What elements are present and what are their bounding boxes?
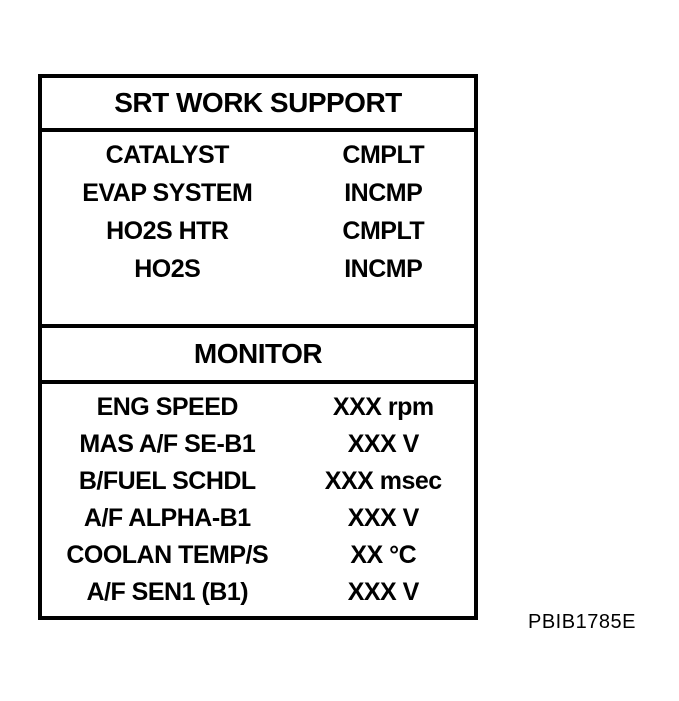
screen-title-bar: SRT WORK SUPPORT [42,78,474,132]
parameter-value: XXX V [347,578,420,606]
monitor-header-bar: MONITOR [42,324,474,384]
parameter-value: XX °C [350,541,417,569]
srt-row: HO2S HTR CMPLT [42,212,474,250]
monitor-row: B/FUEL SCHDL XXX msec [42,463,474,500]
srt-item-status: CMPLT [342,140,425,169]
srt-row: HO2S INCMP [42,250,474,288]
monitor-row: ENG SPEED XXX rpm [42,389,474,426]
srt-row: EVAP SYSTEM INCMP [42,174,474,212]
srt-item-status: CMPLT [342,216,425,245]
srt-item-label: HO2S [134,254,201,283]
monitor-row: COOLAN TEMP/S XX °C [42,537,474,574]
monitor-header-title: MONITOR [193,338,323,369]
monitor-row: MAS A/F SE-B1 XXX V [42,426,474,463]
srt-item-label: CATALYST [105,140,230,169]
monitor-row: A/F SEN1 (B1) XXX V [42,574,474,611]
srt-item-label: HO2S HTR [106,216,229,245]
parameter-value: XXX msec [324,467,442,495]
srt-row: CATALYST CMPLT [42,136,474,174]
parameter-value: XXX rpm [332,393,434,421]
parameter-label: ENG SPEED [96,393,239,421]
figure-code-label: PBIB1785E [528,611,636,633]
srt-item-label: EVAP SYSTEM [82,178,253,207]
srt-item-status: INCMP [344,178,423,207]
srt-status-list: CATALYST CMPLT EVAP SYSTEM INCMP HO2S HT… [42,132,474,324]
parameter-label: COOLAN TEMP/S [66,541,269,569]
srt-work-support-screen: SRT WORK SUPPORT CATALYST CMPLT EVAP SYS… [38,74,478,620]
parameter-label: A/F ALPHA-B1 [83,504,251,532]
parameter-label: B/FUEL SCHDL [78,467,256,495]
parameter-label: A/F SEN1 (B1) [86,578,249,606]
monitor-parameter-list: ENG SPEED XXX rpm MAS A/F SE-B1 XXX V B/… [42,384,474,616]
parameter-value: XXX V [347,504,420,532]
srt-item-status: INCMP [344,254,423,283]
parameter-label: MAS A/F SE-B1 [79,430,256,458]
screen-title: SRT WORK SUPPORT [114,87,402,118]
monitor-row: A/F ALPHA-B1 XXX V [42,500,474,537]
parameter-value: XXX V [347,430,420,458]
